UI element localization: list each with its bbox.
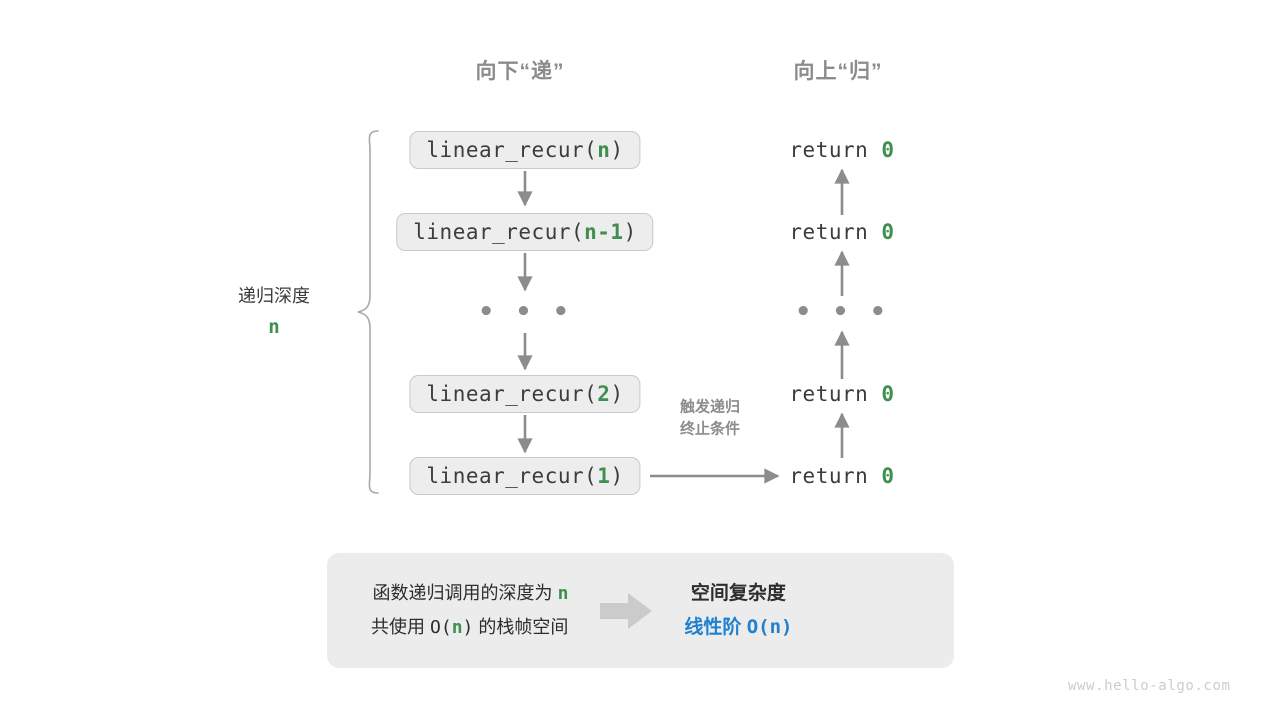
summary-line1-variable: n <box>557 583 569 605</box>
summary-result-title: 空间复杂度 <box>690 583 786 605</box>
return-value-0: 0 <box>881 138 895 162</box>
base-case-note: 触发递归 终止条件 <box>680 396 740 440</box>
call-frame-box-2[interactable]: linear_recur(2) <box>409 375 641 413</box>
return-value-3: 0 <box>881 464 895 488</box>
summary-line2-prefix: 共使用 <box>371 616 425 637</box>
call-frame-close-2: ) <box>610 382 624 406</box>
return-keyword-3: return <box>789 464 869 488</box>
summary-result-notation: O(n) <box>746 615 793 638</box>
return-keyword-2: return <box>789 382 869 406</box>
column-header-ascend: 向上“归” <box>793 60 883 83</box>
call-frame-box-0[interactable]: linear_recur(n) <box>409 131 641 169</box>
recursion-depth-title: 递归深度 <box>238 285 310 306</box>
call-frame-name-1: linear_recur( <box>413 220 585 244</box>
recursion-depth-label: 递归深度 n <box>238 283 310 342</box>
summary-result: 空间复杂度 线性阶 O(n) <box>684 577 792 644</box>
summary-line-1: 函数递归调用的深度为 n <box>371 577 569 610</box>
summary-line2-expr-open: O( <box>430 616 452 638</box>
return-label-3: return 0 <box>789 464 894 488</box>
summary-line2-variable: n <box>451 616 463 638</box>
return-chain-ellipsis: • • • <box>795 297 889 327</box>
call-frame-name-3: linear_recur( <box>426 464 598 488</box>
implies-arrow-icon <box>598 590 654 632</box>
call-frame-close-1: ) <box>623 220 637 244</box>
column-header-descend: 向下“递” <box>475 60 565 83</box>
call-frame-arg-3: 1 <box>597 464 611 488</box>
summary-description: 函数递归调用的深度为 n 共使用 O(n) 的栈帧空间 <box>327 577 568 644</box>
site-watermark: www.hello-algo.com <box>1068 678 1231 694</box>
call-frame-arg-2: 2 <box>597 382 611 406</box>
call-frame-arg-1: n-1 <box>584 220 624 244</box>
call-frame-name-0: linear_recur( <box>426 138 598 162</box>
summary-result-order: 线性阶 <box>684 616 742 638</box>
summary-line2-suffix: 的栈帧空间 <box>478 616 569 637</box>
base-case-note-line2: 终止条件 <box>679 420 741 437</box>
return-keyword-1: return <box>789 220 869 244</box>
call-frame-close-0: ) <box>610 138 624 162</box>
base-case-note-line1: 触发递归 <box>679 398 741 416</box>
call-frame-name-2: linear_recur( <box>426 382 598 406</box>
depth-brace <box>357 130 379 494</box>
complexity-summary-panel: 函数递归调用的深度为 n 共使用 O(n) 的栈帧空间 空间复杂度 线性阶 O(… <box>327 553 954 668</box>
return-label-0: return 0 <box>789 138 894 162</box>
return-value-2: 0 <box>881 382 895 406</box>
call-chain-ellipsis: • • • <box>478 297 572 327</box>
summary-line2-expr-close: ) <box>462 616 474 638</box>
return-value-1: 0 <box>881 220 895 244</box>
summary-result-value: 线性阶 O(n) <box>684 611 792 644</box>
call-frame-box-1[interactable]: linear_recur(n-1) <box>396 213 654 251</box>
call-frame-close-3: ) <box>610 464 624 488</box>
summary-line-2: 共使用 O(n) 的栈帧空间 <box>371 611 568 644</box>
call-frame-arg-0: n <box>597 138 611 162</box>
return-label-2: return 0 <box>789 382 894 406</box>
return-keyword-0: return <box>789 138 869 162</box>
call-frame-box-3[interactable]: linear_recur(1) <box>409 457 641 495</box>
recursion-depth-variable: n <box>268 315 280 338</box>
return-label-1: return 0 <box>789 220 894 244</box>
summary-line1-text: 函数递归调用的深度为 <box>372 583 553 604</box>
